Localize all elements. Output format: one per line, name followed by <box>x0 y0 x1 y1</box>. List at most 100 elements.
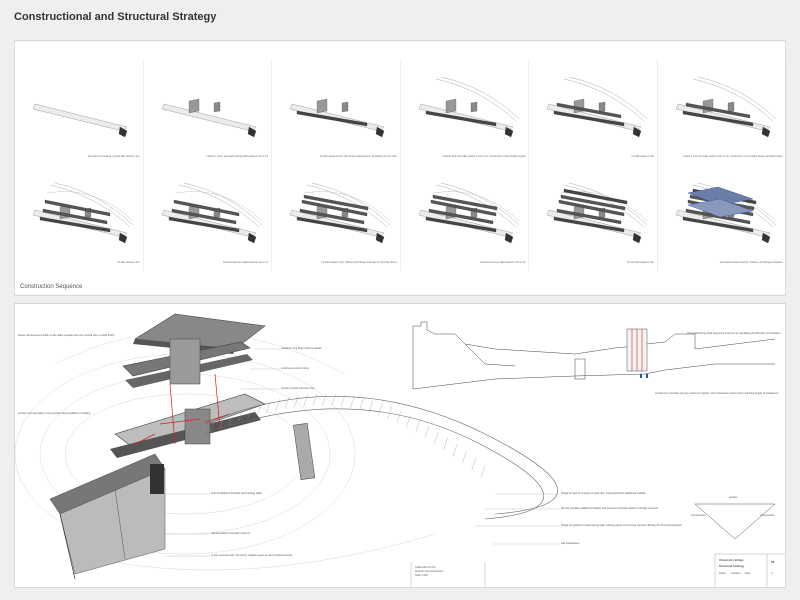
sequence-step-drawing <box>161 182 262 244</box>
sequence-step-drawing <box>32 182 134 244</box>
bridge-rib <box>415 420 420 433</box>
sequence-step-caption: columns and core walls casted in situ in… <box>442 155 526 158</box>
sequence-step-drawing <box>161 98 256 138</box>
bridge-rib <box>294 395 299 408</box>
sequence-step-caption: columns and core walls casted in situ in… <box>683 155 783 158</box>
structural-drawing <box>15 313 785 587</box>
lower-floor-rings <box>110 393 266 458</box>
title-block-drawing-number: 28 <box>771 560 775 564</box>
bridge-rib <box>200 423 206 437</box>
note-rib-size: rib size provides additional stability a… <box>561 507 659 510</box>
note-bridge-ribs: bridge formed by a series of steel ribs,… <box>561 492 646 495</box>
title-block-frame <box>410 553 785 587</box>
sequence-step: L0 roof slab casted in situ <box>529 165 658 271</box>
core-block-upper <box>169 338 201 385</box>
title-block-meta-3: Date <box>745 572 751 575</box>
bridge-rib <box>228 413 234 426</box>
sequence-step-caption: L0 slab casted in situ <box>117 261 140 264</box>
sequence-step-drawing <box>675 182 777 244</box>
title-block-meta-2: Checked <box>731 572 741 575</box>
bridge-rib <box>406 415 411 428</box>
sequence-step-caption: columns and core walls casted in situ in… <box>222 261 269 264</box>
note-ring-beam: cantilever ring beam frames facade <box>281 347 322 350</box>
sequence-step-drawing <box>289 98 385 138</box>
sequence-step-drawing <box>289 182 391 244</box>
note-insitu-slab: in-situ concrete slab, formed by multipl… <box>211 554 293 557</box>
note-strip-foundations: strip foundations beneath load bearing w… <box>211 492 262 495</box>
note-pad-foundations: pad foundations beneath columns <box>211 532 250 535</box>
sequence-step-caption: L0 slab casted in situ, with dense reinf… <box>319 155 397 158</box>
note-pin-joint: bridge pin-jointed to load-bearing wall,… <box>561 524 683 527</box>
structural-strategy-panel: dense reinforcement within in-situ slabs… <box>14 303 786 588</box>
red-column-lines <box>134 373 231 445</box>
roof-ring-exploded <box>122 313 266 388</box>
title-block-info-2: Structure and Construction <box>415 570 444 573</box>
construction-sequence-panel: Rescaled to prepared, ground slab casted… <box>14 40 787 296</box>
bridge-rib <box>480 465 486 478</box>
force-compression-left-label: compression <box>691 514 706 517</box>
section-blue-markers <box>640 374 648 378</box>
leader-lines <box>165 348 560 557</box>
bridge-rib <box>452 444 458 457</box>
title-block-info-1: Goldsmiths Art Hub <box>415 566 436 569</box>
bridge-rib <box>368 400 374 413</box>
sequence-step: Rescaled to prepared, ground slab casted… <box>15 59 144 165</box>
sequence-step-drawing <box>675 76 777 138</box>
bridge-rib <box>256 403 262 416</box>
sequence-step-caption: secondary facade structure, finishes, an… <box>719 261 783 264</box>
note-central-core: primary central concrete core <box>281 387 315 390</box>
bridge-rib <box>238 409 243 422</box>
sequence-step: L0 slab casted in situ, with dense reinf… <box>272 59 401 165</box>
sequence-step: secondary facade structure, finishes, an… <box>658 165 787 271</box>
note-cores-stability: primary and secondary cores provide late… <box>18 412 91 415</box>
ground-structure <box>49 453 166 580</box>
bridge-rib <box>434 431 439 444</box>
bridge-rib <box>387 406 392 419</box>
bridge-rib <box>350 396 355 409</box>
bridge-rib <box>331 393 336 406</box>
bridge-rib <box>266 401 271 414</box>
note-section-core: central core provides primary means of s… <box>655 392 779 395</box>
bridge-rib <box>219 416 224 429</box>
bridge-rib <box>471 458 476 471</box>
bridge-rib <box>443 437 448 450</box>
sequence-step: columns, cores, and load bearing walls c… <box>144 59 273 165</box>
sequence-step-caption: columns and core walls casted in situ in… <box>480 261 526 264</box>
sequence-step: columns and core walls casted in situ in… <box>658 59 787 165</box>
note-column-lines: continuous column lines <box>281 367 309 370</box>
bridge-rib <box>322 393 327 406</box>
sequence-step: columns and core walls casted in situ in… <box>401 165 530 271</box>
sequence-step-drawing <box>418 182 519 244</box>
bridge-pier <box>293 423 316 480</box>
sequence-step-caption: L0 slab casted in situ, finishes and fit… <box>321 261 397 264</box>
bridge-rib <box>284 396 290 410</box>
force-tension-label: tension <box>729 496 738 499</box>
bridge-rib <box>247 406 252 419</box>
page-title: Constructional and Structural Strategy <box>14 11 217 23</box>
bridge-rib <box>303 394 308 407</box>
bridge-ribs <box>200 393 486 478</box>
bridge-rib <box>275 398 280 411</box>
sequence-step: L0 slab casted in situ, finishes and fit… <box>272 165 401 271</box>
sequence-step-caption: Rescaled to prepared, ground slab casted… <box>88 155 140 158</box>
bridge-rib <box>424 425 430 438</box>
sequence-step: L0 slab casted in situ <box>15 165 144 271</box>
title-block-revision: A <box>771 572 773 575</box>
bridge-rib <box>396 410 402 423</box>
sequence-step-drawing <box>547 76 648 138</box>
sequence-step-caption: L0 slab casted in situ <box>631 155 654 158</box>
bridge-rib <box>210 420 215 433</box>
title-block-meta-1: Drawn <box>719 572 726 575</box>
sequence-step-drawing <box>418 76 519 138</box>
sequence-step-drawing <box>32 103 128 138</box>
note-pile-foundations: pile foundations <box>561 542 580 545</box>
sequence-step-caption: L0 roof slab casted in situ <box>626 261 654 264</box>
sequence-step-drawing <box>547 182 648 244</box>
core-block-lower <box>184 408 211 445</box>
bridge-rib <box>359 397 364 411</box>
title-block-project: Virtual Arts Bridge <box>719 558 744 562</box>
sequence-step-caption: columns, cores, and load bearing walls c… <box>206 155 269 158</box>
bridge-rib <box>462 451 467 464</box>
section-red-lines <box>631 329 643 371</box>
note-section-shed: SS-cantilevering shed keeps the structur… <box>687 332 781 335</box>
